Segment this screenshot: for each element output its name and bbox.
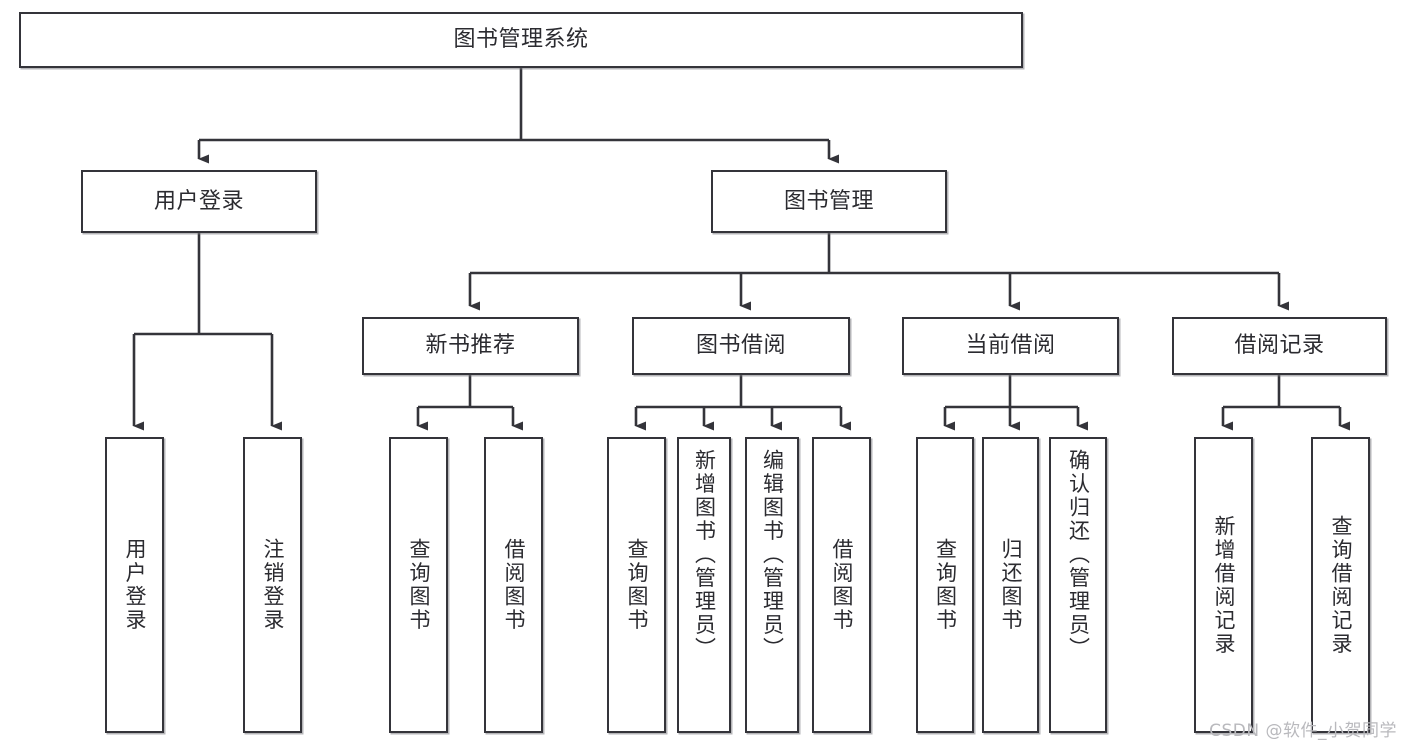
node-label: 用户登录 <box>153 188 244 214</box>
node-label: 新增借阅记录 <box>1212 514 1236 656</box>
node-label: 确认归还（管理员） <box>1066 449 1091 661</box>
node-leaf-user-login: 用户登录 <box>105 437 164 733</box>
node-label: 查询图书 <box>933 538 958 632</box>
node-label: 当前借阅 <box>965 333 1056 359</box>
node-leaf-edit-book: 编辑图书（管理员） <box>745 437 799 733</box>
node-label: 借阅记录 <box>1234 333 1325 359</box>
node-label: 图书管理 <box>783 188 874 214</box>
node-label: 新书推荐 <box>425 333 516 359</box>
node-root: 图书管理系统 <box>19 12 1023 68</box>
node-label: 图书管理系统 <box>453 27 589 53</box>
node-leaf-add-record: 新增借阅记录 <box>1194 437 1253 733</box>
node-leaf-confirm-return: 确认归还（管理员） <box>1049 437 1107 733</box>
node-current-borrow: 当前借阅 <box>902 317 1119 375</box>
node-book-borrow: 图书借阅 <box>632 317 850 375</box>
node-label: 用户登录 <box>123 538 147 632</box>
node-leaf-borrow-book-1: 借阅图书 <box>484 437 543 733</box>
node-borrow-record: 借阅记录 <box>1172 317 1387 375</box>
node-label: 归还图书 <box>999 538 1023 632</box>
node-label: 查询借阅记录 <box>1329 514 1353 656</box>
node-label: 新增图书（管理员） <box>692 449 717 661</box>
node-new-book-rec: 新书推荐 <box>362 317 579 375</box>
node-label: 查询图书 <box>625 538 649 632</box>
node-leaf-query-record: 查询借阅记录 <box>1311 437 1370 733</box>
node-leaf-return-book: 归还图书 <box>982 437 1039 733</box>
node-leaf-add-book: 新增图书（管理员） <box>677 437 731 733</box>
node-label: 借阅图书 <box>502 538 526 632</box>
node-label: 借阅图书 <box>830 538 854 632</box>
node-label: 注销登录 <box>261 538 285 632</box>
node-leaf-query-book-1: 查询图书 <box>389 437 448 733</box>
watermark-label: CSDN @软件_小贺同学 <box>1209 721 1397 741</box>
node-label: 编辑图书（管理员） <box>760 449 785 661</box>
node-label: 查询图书 <box>407 538 431 632</box>
node-leaf-query-book-2: 查询图书 <box>607 437 666 733</box>
node-book-manage: 图书管理 <box>711 170 947 233</box>
node-label: 图书借阅 <box>695 333 786 359</box>
node-leaf-borrow-book-2: 借阅图书 <box>812 437 871 733</box>
node-user-login: 用户登录 <box>81 170 317 233</box>
node-leaf-user-logout: 注销登录 <box>243 437 302 733</box>
node-leaf-query-book-3: 查询图书 <box>916 437 974 733</box>
